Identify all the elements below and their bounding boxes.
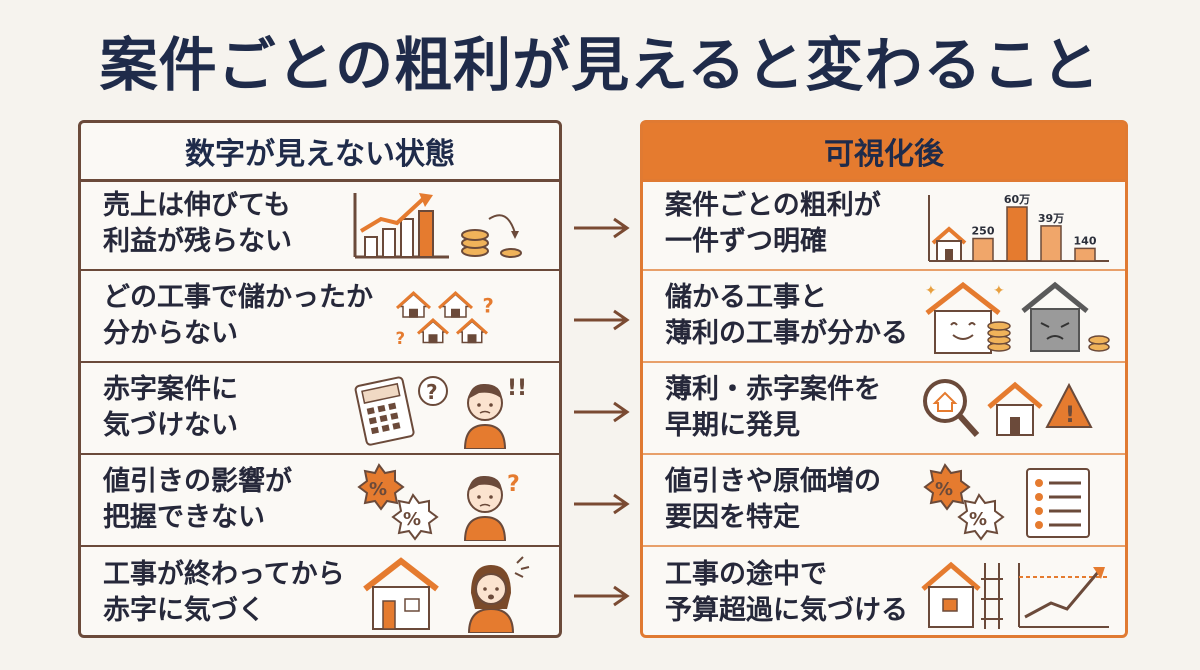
before-row-text: 値引きの影響が 把握できない [103,466,292,533]
profit-bar-label: 140 [1074,234,1097,247]
after-row-5: 工事の途中で 予算超過に気づける [643,547,1125,639]
profitable-vs-thin-margin-houses-icon: ✦ ✦ [925,281,1110,354]
house-shocked-person-icon [363,556,530,633]
svg-text:✦: ✦ [925,283,937,299]
coins-icon [461,214,522,258]
house-icon [931,226,967,262]
before-row-1: 売上は伸びても 利益が残らない [81,179,559,271]
profit-bar-label: 39万 [1038,212,1064,225]
magnifier-house-warning-icon: ! [923,379,1093,438]
warning-icon: ! [1045,382,1093,428]
svg-text:✦: ✦ [993,283,1005,299]
arrow-right-icon [574,309,630,331]
svg-text:%: % [403,509,421,530]
profit-bar [1040,225,1062,262]
before-row-3: 赤字案件に 気づけない ? !! [81,363,559,455]
after-header: 可視化後 [643,123,1125,182]
profit-bar [1006,206,1028,262]
svg-text:%: % [369,479,387,500]
magnifier-icon [923,379,980,438]
before-panel: 数字が見えない状態 売上は伸びても 利益が残らない [78,120,562,638]
arrow-right-icon [574,401,630,423]
after-row-text: 案件ごとの粗利が 一件ずつ明確 [665,190,881,257]
coins-icon [987,321,1011,352]
svg-text:%: % [935,479,953,500]
question-mark-icon: ? [396,329,406,348]
before-row-text: 赤字案件に 気づけない [103,374,238,441]
page-title: 案件ごとの粗利が見えると変わること [99,31,1101,99]
house-under-construction-icon [921,561,1003,629]
before-row-text: 工事が終わってから 赤字に気づく [103,559,345,626]
confused-person-icon [463,475,507,541]
before-row-5: 工事が終わってから 赤字に気づく [81,547,559,639]
rising-sales-chart-icon [353,193,522,259]
profit-bar [1074,247,1096,262]
before-row-4: 値引きの影響が 把握できない % % ? [81,455,559,547]
before-row-text: どの工事で儲かったか 分からない [103,282,373,349]
house-icon [987,381,1043,436]
after-row-text: 儲かる工事と 薄利の工事が分かる [665,282,908,349]
after-row-1: 案件ごとの粗利が 一件ずつ明確 250 60万 39万 140 [643,179,1125,271]
worried-person-icon [463,383,507,449]
question-mark-icon: ? [483,295,494,318]
construction-budget-trend-icon [921,561,1109,629]
discount-checklist-icon: % % [923,463,1090,541]
arrow-right-icon [574,217,630,239]
before-row-2: どの工事で儲かったか 分からない ? ? [81,271,559,363]
percent-tag-icon: % % [923,463,1005,541]
shocked-person-icon [467,556,530,633]
after-row-4: 値引きや原価増の 要因を特定 % % [643,455,1125,547]
happy-house-icon: ✦ ✦ [925,281,1005,354]
after-row-2: 儲かる工事と 薄利の工事が分かる ✦ ✦ [643,271,1125,363]
sad-house-icon [1021,281,1110,352]
discount-confused-person-icon: % % ? [357,463,520,541]
after-row-3: 薄利・赤字案件を 早期に発見 ! [643,363,1125,455]
exclaim-icon: !! [507,376,527,401]
profit-bar [972,237,994,262]
after-row-text: 工事の途中で 予算超過に気づける [665,559,908,626]
checklist-icon [1026,468,1090,538]
percent-tag-icon: % % [357,463,439,541]
before-row-text: 売上は伸びても 利益が残らない [103,190,292,257]
question-mark-icon: ? [426,380,438,404]
profit-bar-label: 250 [972,225,995,238]
arrow-right-icon [574,585,630,607]
houses-question-icon: ? ? [396,290,494,348]
house-icon [363,557,439,630]
arrow-right-icon [574,493,630,515]
question-mark-icon: ? [507,472,520,497]
after-row-text: 値引きや原価増の 要因を特定 [665,466,881,533]
after-panel: 可視化後 案件ごとの粗利が 一件ずつ明確 250 60万 39万 140 儲かる工事と… [640,120,1128,638]
calculator-worried-person-icon: ? !! [354,376,527,449]
after-row-text: 薄利・赤字案件を 早期に発見 [665,374,881,441]
before-header: 数字が見えない状態 [81,123,559,182]
budget-trend-icon [1018,563,1109,628]
svg-text:%: % [969,509,987,530]
profit-bar-label: 60万 [1004,193,1030,206]
profit-bar-chart: 250 60万 39万 140 [928,193,1109,262]
svg-text:!: ! [1065,403,1075,428]
